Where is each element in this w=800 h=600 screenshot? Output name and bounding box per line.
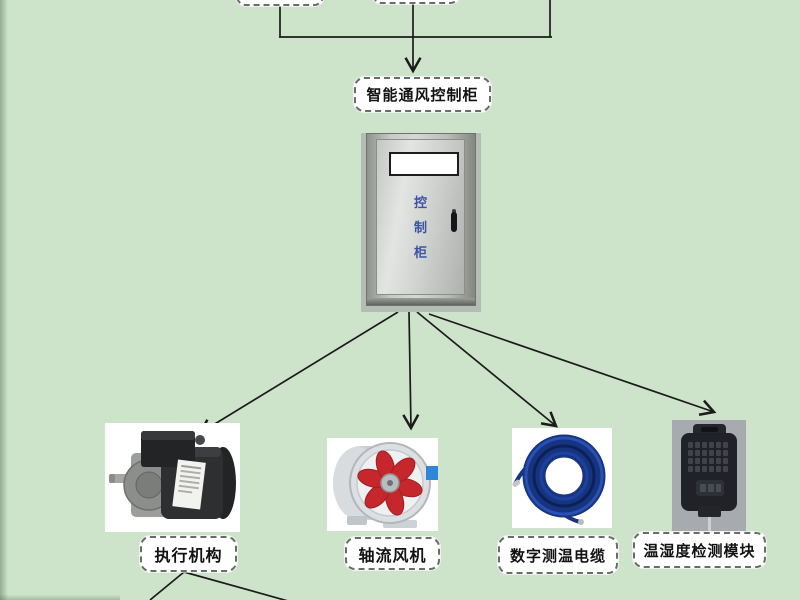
page-bottom-edge-shadow bbox=[0, 594, 120, 600]
flow-node-controller: 智能通风控制柜 bbox=[354, 77, 491, 112]
edge-actuator-down-right bbox=[183, 571, 288, 600]
edge-actuator-down-left bbox=[149, 571, 185, 600]
edge-cabinet-to-actuator bbox=[197, 311, 399, 435]
cabinet-door-label: 控 制 柜 bbox=[377, 190, 464, 265]
cabinet-door-char-2: 制 bbox=[413, 220, 427, 235]
flow-node-top-left bbox=[236, 0, 324, 6]
edge-cabinet-to-cable bbox=[416, 311, 558, 428]
cabinet-frame: 控 制 柜 bbox=[366, 133, 476, 306]
flow-node-axial-fan: 轴流风机 bbox=[345, 537, 440, 570]
temperature-cable-photo bbox=[512, 428, 612, 528]
fan-blades-icon bbox=[357, 450, 423, 516]
page-left-edge-shadow bbox=[0, 0, 8, 600]
cabinet-door-char-1: 控 bbox=[413, 195, 427, 210]
flow-node-actuator: 执行机构 bbox=[140, 536, 237, 572]
module-cable-icon bbox=[708, 516, 711, 531]
cabinet-handle-icon bbox=[451, 212, 457, 232]
flow-node-temp-cable: 数字测温电缆 bbox=[498, 536, 618, 574]
actuator-motor-photo bbox=[105, 423, 240, 532]
temp-humidity-module-photo bbox=[672, 420, 746, 531]
cabinet-nameplate bbox=[389, 152, 459, 176]
cabinet-door-char-3: 柜 bbox=[413, 245, 427, 260]
control-cabinet-photo: 控 制 柜 bbox=[361, 133, 481, 312]
fan-blue-tag-icon bbox=[426, 466, 438, 480]
cabinet-door: 控 制 柜 bbox=[376, 139, 465, 295]
module-vent-grid-icon bbox=[688, 442, 728, 472]
module-connector-icon bbox=[698, 506, 721, 517]
edge-cabinet-to-fan bbox=[402, 311, 420, 431]
flow-node-temp-humidity-module: 温湿度检测模块 bbox=[633, 532, 766, 568]
edge-cabinet-to-module bbox=[428, 313, 717, 416]
controller-label: 智能通风控制柜 bbox=[366, 87, 479, 104]
axial-fan-photo bbox=[327, 438, 438, 531]
cabinet-floor-shadow bbox=[367, 298, 475, 305]
flow-node-top-center bbox=[372, 0, 460, 4]
